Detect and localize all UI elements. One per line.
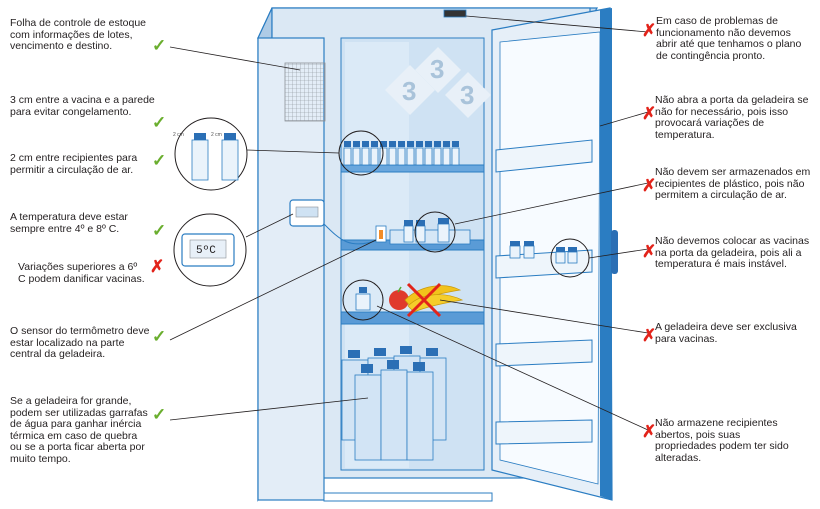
note-stock-control: Folha de controle de estoque com informa… — [10, 17, 147, 52]
zoom-callout-bottles: 2 cm 2 cm — [173, 117, 248, 191]
stock-control-sheet — [284, 62, 326, 122]
cross-mark-icon: ✗ — [642, 104, 657, 123]
note-open-containers: Não armazene recipientes abertos, pois s… — [655, 417, 789, 464]
door-vials — [509, 241, 578, 264]
svg-text:3: 3 — [430, 54, 444, 84]
note-exclusive-use: A geladeira deve ser exclusiva para vaci… — [655, 321, 797, 345]
highlight-circles — [338, 130, 590, 321]
cross-mark-icon — [406, 282, 442, 318]
note-temperature-variation: Variações superiores a 6º C podem danifi… — [18, 261, 145, 285]
cross-mark-icon: ✗ — [150, 257, 165, 276]
temperature-readout: 5ºC — [196, 245, 216, 257]
cross-mark-icon: ✗ — [642, 21, 657, 40]
check-mark-icon: ✓ — [152, 221, 167, 240]
leader-lines — [169, 15, 649, 431]
water-bottles — [341, 346, 447, 461]
svg-text:2 cm: 2 cm — [173, 132, 184, 138]
door-shelves — [495, 139, 593, 445]
svg-text:2 cm: 2 cm — [211, 132, 222, 138]
check-mark-icon: ✓ — [152, 405, 167, 424]
vaccine-vials-top — [343, 141, 460, 166]
zoom-callout-thermometer: 5ºC — [173, 213, 247, 287]
thermometer-display — [289, 199, 379, 245]
note-contingency-plan: Em caso de problemas de funcionamento nã… — [656, 15, 802, 62]
note-sensor-location: O sensor do termômetro deve estar locali… — [10, 325, 150, 360]
note-temperature-range: A temperatura deve estar sempre entre 4º… — [10, 211, 128, 235]
cross-mark-icon: ✗ — [642, 176, 657, 195]
note-water-bottles: Se a geladeira for grande, podem ser uti… — [10, 395, 148, 465]
cross-mark-icon: ✗ — [642, 242, 657, 261]
check-mark-icon: ✓ — [152, 151, 167, 170]
note-wall-distance: 3 cm entre a vacina e a parede para evit… — [10, 94, 155, 118]
svg-text:3: 3 — [460, 80, 474, 110]
note-plastic-containers: Não devem ser armazenados em recipientes… — [655, 166, 811, 201]
note-door-opening: Não abra a porta da geladeira se não for… — [655, 94, 809, 141]
check-mark-icon: ✓ — [152, 36, 167, 55]
cross-mark-icon: ✗ — [642, 326, 657, 345]
note-door-storage: Não devemos colocar as vacinas na porta … — [655, 235, 810, 270]
check-mark-icon: ✓ — [152, 327, 167, 346]
cross-mark-icon: ✗ — [642, 422, 657, 441]
check-mark-icon: ✓ — [152, 113, 167, 132]
note-container-spacing: 2 cm entre recipientes para permitir a c… — [10, 152, 138, 176]
logo-watermark: 3 3 3 — [385, 47, 491, 118]
svg-text:3: 3 — [402, 76, 416, 106]
plastic-tray-vials — [375, 218, 471, 245]
